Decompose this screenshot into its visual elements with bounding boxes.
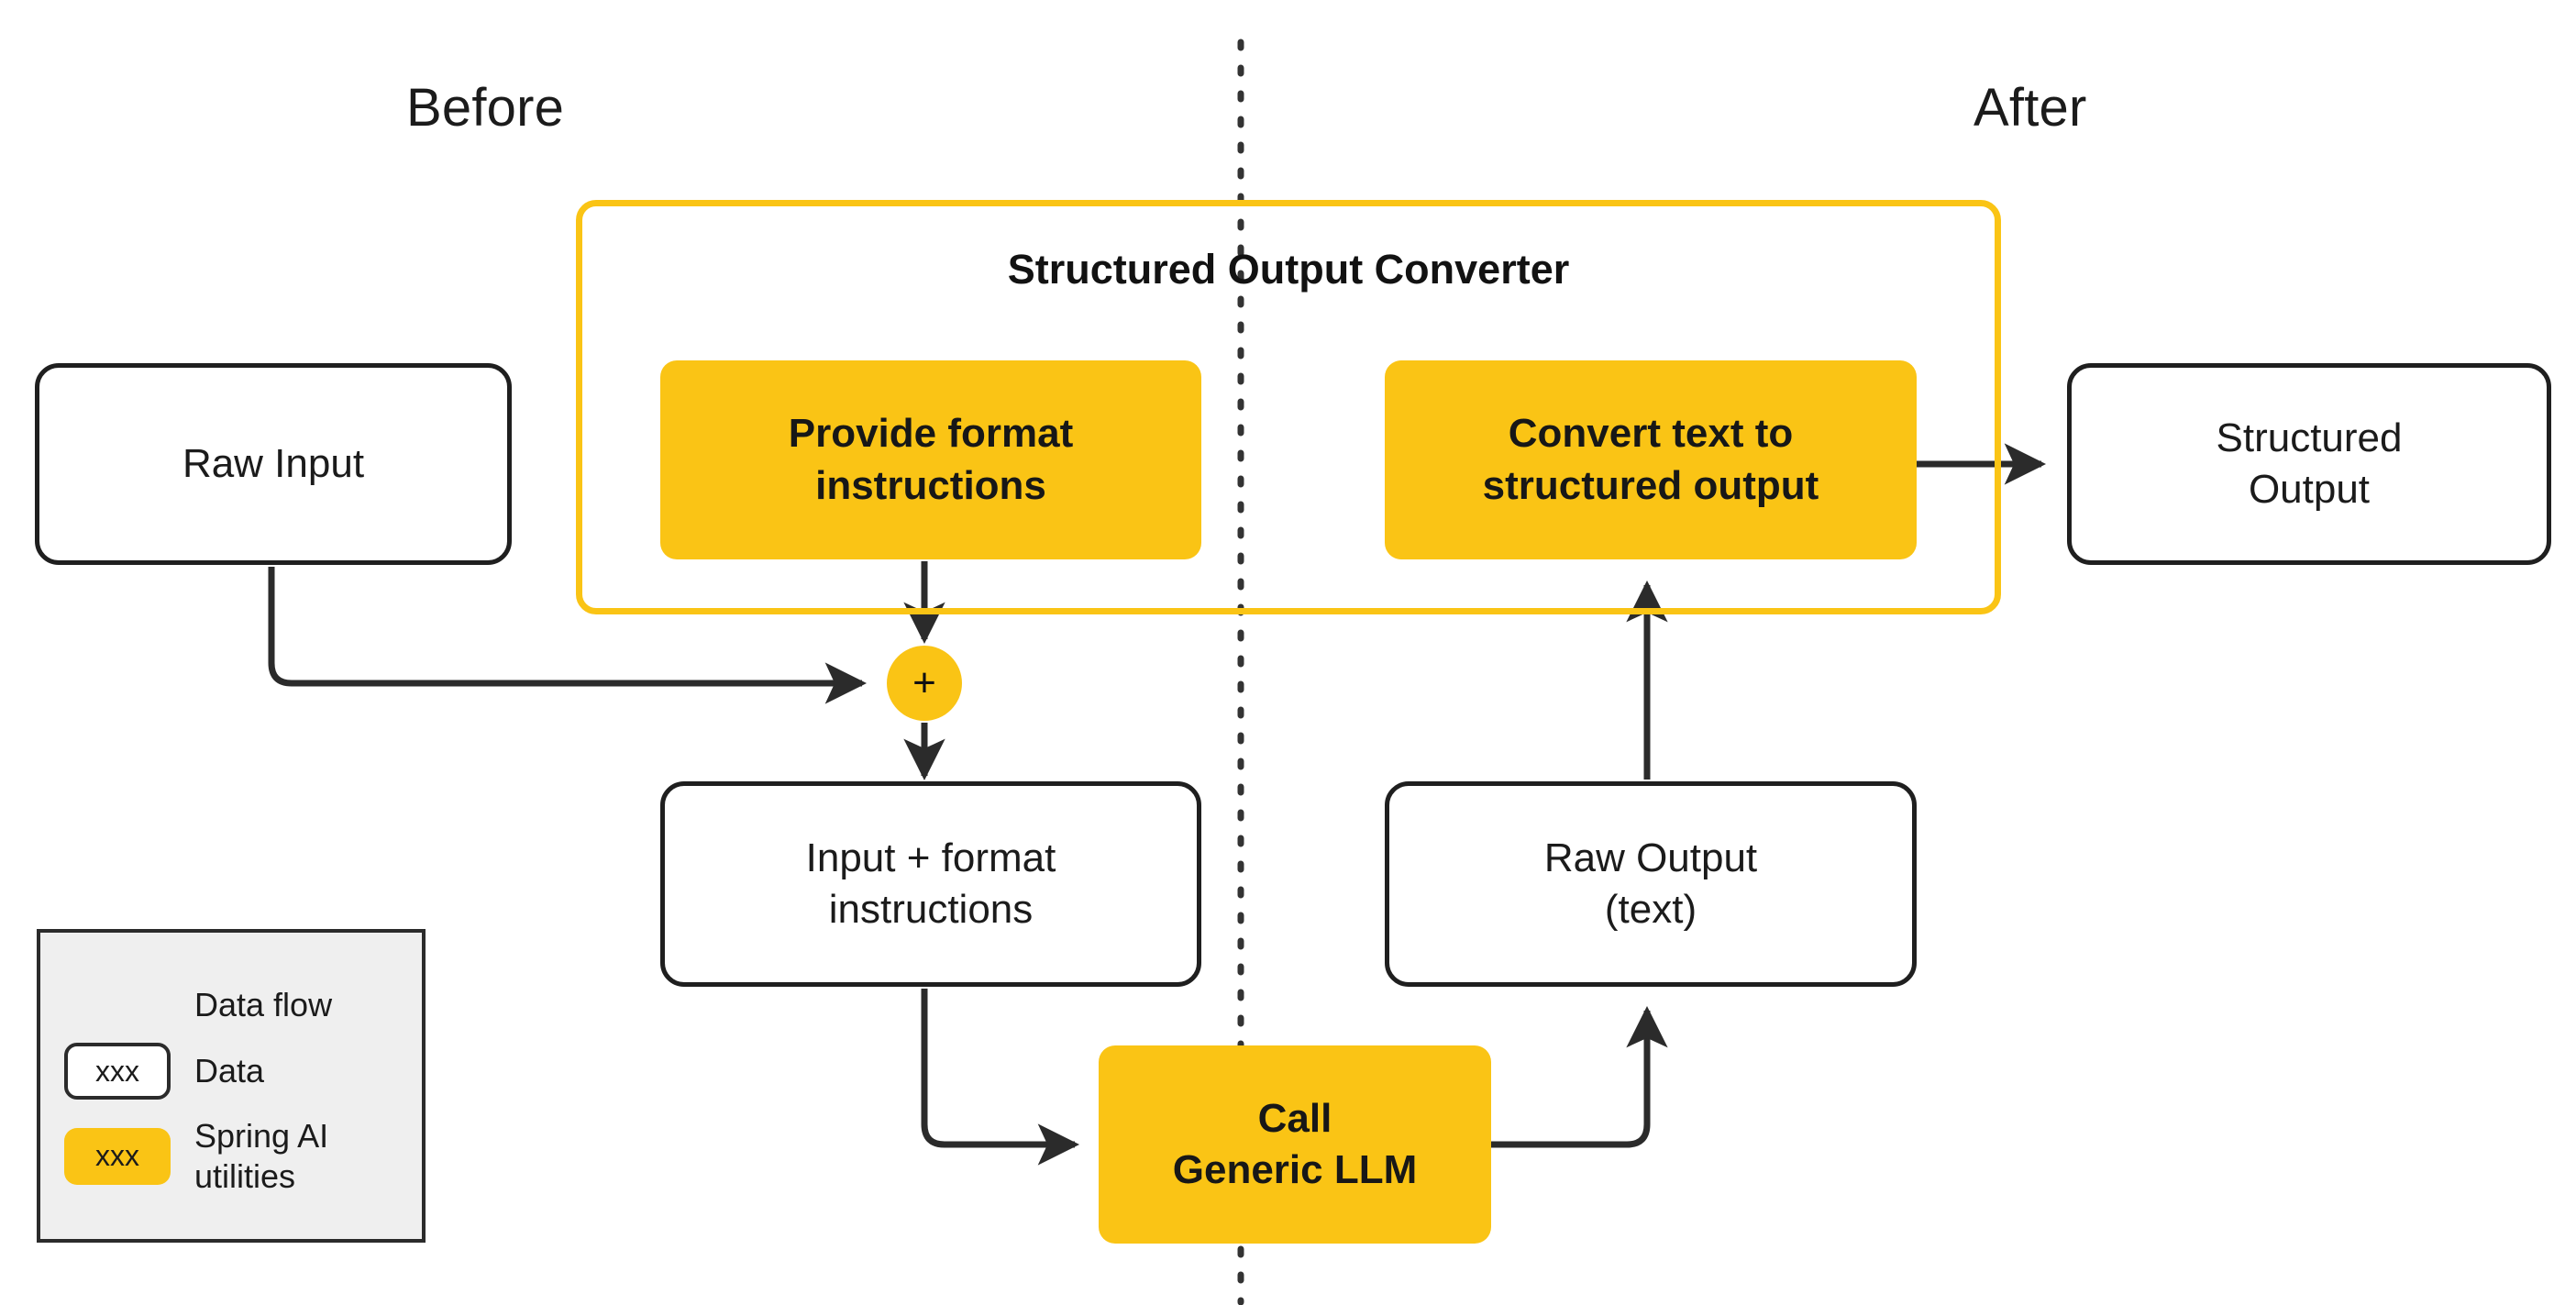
node-convert-text-to-structured-output[interactable]: Convert text to structured output bbox=[1385, 360, 1917, 559]
legend-label-data: Data bbox=[194, 1052, 265, 1090]
node-raw-input[interactable]: Raw Input bbox=[35, 363, 512, 565]
legend-swatch-data-text: xxx bbox=[95, 1054, 139, 1088]
node-input-plus-format-instructions[interactable]: Input + format instructions bbox=[660, 781, 1201, 987]
merge-plus-node[interactable]: + bbox=[887, 646, 962, 721]
node-raw-output-text-label: Raw Output (text) bbox=[1543, 835, 1758, 932]
legend-label-data-flow: Data flow bbox=[194, 986, 333, 1024]
legend-swatch-spring-ai-utilities: xxx bbox=[64, 1127, 171, 1185]
node-input-plus-format-instructions-label: Input + format instructions bbox=[805, 835, 1056, 932]
structured-output-converter-title: Structured Output Converter bbox=[1007, 246, 1570, 293]
merge-plus-label: + bbox=[912, 660, 936, 705]
node-raw-output-text[interactable]: Raw Output (text) bbox=[1385, 781, 1917, 987]
node-provide-format-instructions-label: Provide format instructions bbox=[788, 411, 1074, 508]
legend-panel: Data flow xxx Data xxx Spring AI utiliti… bbox=[37, 929, 426, 1243]
phase-label-before: Before bbox=[406, 78, 565, 138]
legend-row-data-flow: Data flow bbox=[64, 977, 332, 1034]
node-convert-text-to-structured-output-label: Convert text to structured output bbox=[1482, 411, 1819, 508]
legend-row-spring-ai-utilities: xxx Spring AI utilities bbox=[64, 1116, 328, 1197]
node-raw-input-label: Raw Input bbox=[182, 440, 365, 486]
legend-label-spring-ai-utilities: Spring AI utilities bbox=[194, 1117, 329, 1195]
node-provide-format-instructions[interactable]: Provide format instructions bbox=[660, 360, 1201, 559]
structured-output-converter-container bbox=[576, 200, 2001, 614]
phase-label-after: After bbox=[1973, 78, 2087, 138]
legend-row-data: xxx Data bbox=[64, 1043, 264, 1100]
connector-input-format-to-call-llm bbox=[921, 989, 1080, 1166]
legend-swatch-utilities-text: xxx bbox=[95, 1139, 139, 1173]
connector-call-llm-to-raw-output bbox=[1491, 1005, 1668, 1148]
legend-swatch-data: xxx bbox=[64, 1043, 171, 1100]
node-structured-output[interactable]: Structured Output bbox=[2067, 363, 2551, 565]
node-structured-output-label: Structured Output bbox=[2216, 415, 2403, 512]
legend-swatch-data-flow bbox=[64, 977, 171, 1034]
node-call-generic-llm[interactable]: Call Generic LLM bbox=[1099, 1045, 1491, 1244]
node-call-generic-llm-label: Call Generic LLM bbox=[1172, 1095, 1418, 1192]
